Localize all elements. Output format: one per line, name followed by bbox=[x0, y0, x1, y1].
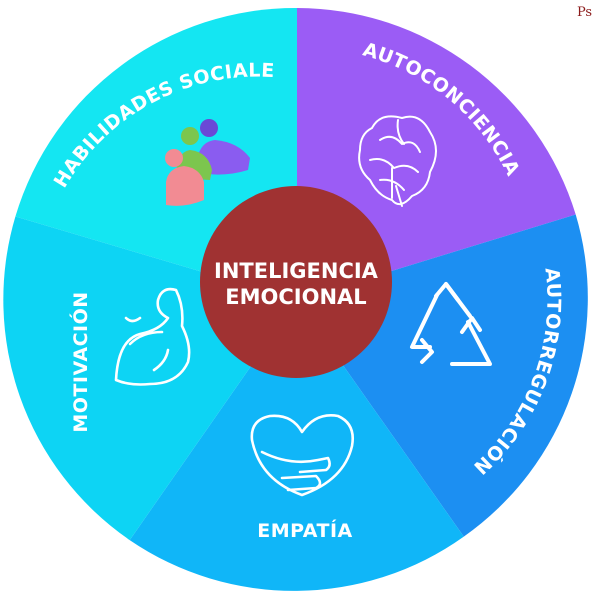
center-title-line1: INTELIGENCIA bbox=[214, 259, 379, 283]
flexed-arm-icon bbox=[114, 287, 191, 386]
recycle-arrows-icon bbox=[410, 282, 492, 366]
corner-text: Ps bbox=[577, 5, 593, 20]
center-title-line2: EMOCIONAL bbox=[225, 285, 366, 309]
label-motivacion: MOTIVACIÓN bbox=[68, 291, 92, 432]
brain-icon bbox=[358, 115, 437, 207]
center-circle bbox=[200, 186, 392, 378]
hug-heart-icon bbox=[250, 414, 354, 497]
segment-empatia bbox=[129, 300, 464, 591]
people-icon bbox=[165, 119, 250, 206]
label-empatia: EMPATÍA bbox=[257, 519, 353, 542]
